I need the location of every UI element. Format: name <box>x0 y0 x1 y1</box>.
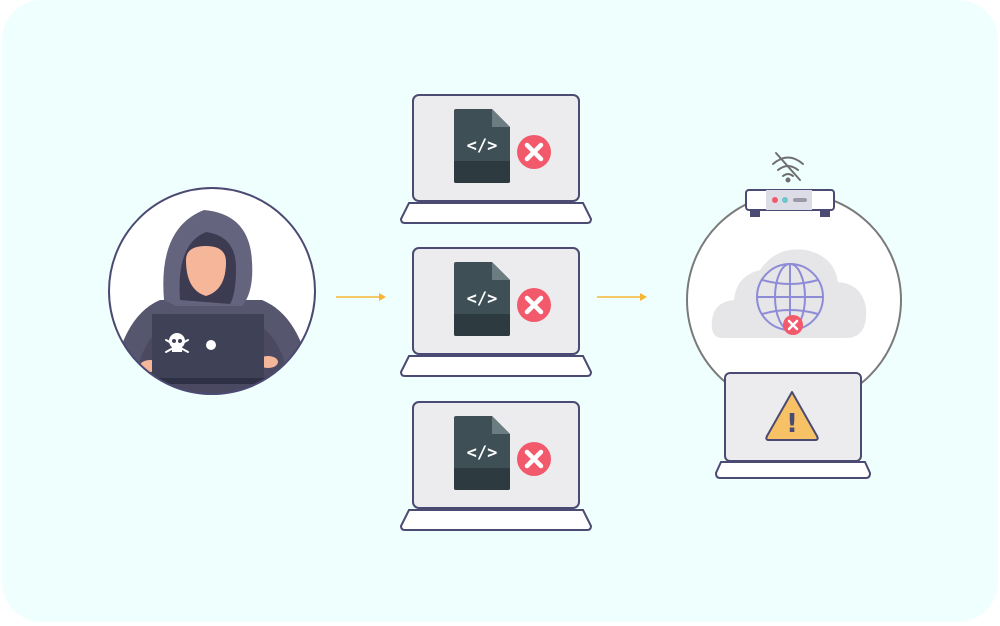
error-x-icon <box>783 315 803 335</box>
hacker-group <box>108 187 316 395</box>
cloud-icon <box>711 249 867 338</box>
infected-laptop-3: </> <box>401 402 591 530</box>
router-icon <box>745 189 835 217</box>
infected-laptop-2: </> <box>401 248 591 376</box>
network-group: ! <box>686 152 902 479</box>
warning-monitor: ! <box>714 372 872 479</box>
warning-glyph: ! <box>786 409 798 439</box>
skull-icon <box>165 333 189 353</box>
arrow-laptops-to-server <box>597 293 647 301</box>
warning-triangle-icon <box>765 391 819 441</box>
code-glyph: </> <box>467 289 498 309</box>
code-glyph: </> <box>467 443 498 463</box>
infected-laptop-1: </> <box>401 95 591 223</box>
arrow-hacker-to-laptops <box>336 293 386 301</box>
code-glyph: </> <box>467 136 498 156</box>
wifi-off-icon <box>772 152 804 183</box>
laptop-logo-dot <box>206 340 216 350</box>
